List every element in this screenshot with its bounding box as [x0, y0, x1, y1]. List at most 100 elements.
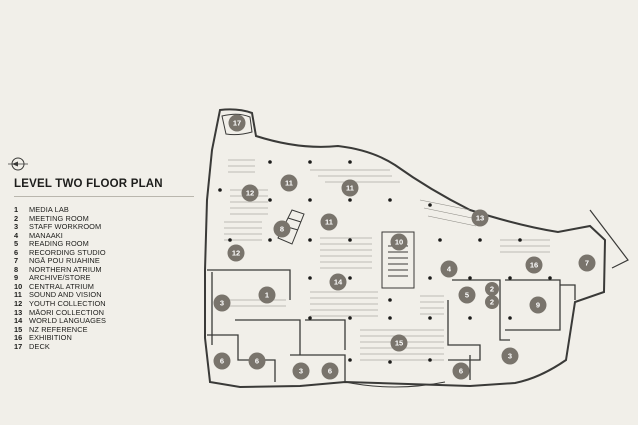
legend-number: 1 — [14, 205, 19, 214]
room-marker-label: 12 — [232, 249, 240, 258]
room-marker-label: 11 — [325, 218, 333, 227]
room-marker-label: 17 — [233, 119, 241, 128]
legend-number: 12 — [14, 299, 23, 309]
room-marker: 3 — [501, 347, 519, 365]
legend-number: 15 — [14, 324, 23, 334]
room-marker-label: 10 — [395, 238, 403, 247]
page-title: LEVEL TWO FLOOR PLAN — [14, 178, 163, 190]
room-marker-label: 8 — [280, 225, 284, 234]
room-marker-label: 5 — [465, 291, 469, 300]
legend-label: NGĀ POU RUAHINE — [29, 256, 100, 266]
legend-item: 5 READING ROOM — [14, 240, 106, 249]
room-marker: 7 — [578, 254, 596, 272]
legend-label: READING ROOM — [29, 239, 89, 249]
room-marker: 1 — [258, 286, 276, 304]
south-glazing — [344, 381, 446, 388]
room-marker-label: 6 — [255, 357, 259, 366]
legend-item: 2 MEETING ROOM — [14, 213, 106, 224]
room-marker-label: 13 — [476, 214, 484, 223]
legend-item: 12 YOUTH COLLECTION — [14, 299, 106, 309]
legend-label: SOUND AND VISION — [29, 290, 102, 300]
legend-label: STAFF WORKROOM — [29, 222, 102, 232]
room-marker-label: 2 — [490, 298, 494, 307]
legend-label: NZ REFERENCE — [29, 324, 88, 334]
legend-number: 6 — [14, 247, 19, 257]
room-marker: 6 — [321, 362, 339, 380]
legend-item: 1 MEDIA LAB — [14, 205, 106, 215]
legend-number: 14 — [14, 316, 23, 326]
room-marker: 16 — [525, 256, 543, 274]
room-markers: 17 11 11 12 11 8 13 10 12 4 16 7 1 14 5 … — [213, 114, 596, 380]
room-marker: 3 — [213, 294, 231, 312]
room-marker: 10 — [390, 233, 408, 251]
legend-number: 9 — [14, 273, 19, 283]
columns — [218, 160, 552, 364]
legend-number: 17 — [14, 341, 23, 351]
room-marker-label: 6 — [220, 357, 224, 366]
legend-label: MĀORI COLLECTION — [29, 307, 105, 317]
legend-number: 4 — [14, 230, 19, 240]
room-marker: 13 — [471, 209, 489, 227]
room-marker: 5 — [458, 286, 476, 304]
room-marker-label: 7 — [585, 259, 589, 268]
room-marker-label: 11 — [285, 179, 293, 188]
shelving — [224, 159, 550, 361]
legend-item: 11 SOUND AND VISION — [14, 291, 106, 300]
room-marker: 17 — [228, 114, 246, 132]
room-marker: 12 — [227, 244, 245, 262]
room-marker-label: 6 — [328, 367, 332, 376]
room-marker-label: 4 — [447, 265, 452, 274]
room-marker: 8 — [273, 220, 291, 238]
room-marker-label: 11 — [346, 184, 354, 193]
legend-label: WORLD LANGUAGES — [29, 316, 107, 326]
legend-label: NORTHERN ATRIUM — [29, 264, 102, 274]
room-marker-label: 6 — [459, 367, 463, 376]
legend-number: 11 — [14, 290, 22, 300]
room-marker-label: 3 — [299, 367, 303, 376]
room-marker-label: 12 — [246, 189, 254, 198]
legend-item: 8 NORTHERN ATRIUM — [14, 264, 106, 275]
legend-label: YOUTH COLLECTION — [29, 299, 106, 309]
room-marker: 9 — [529, 296, 547, 314]
legend-label: CENTRAL ATRIUM — [29, 281, 95, 291]
legend-label: EXHIBITION — [29, 333, 72, 343]
room-marker: 11 — [341, 179, 359, 197]
legend-number: 10 — [14, 281, 23, 291]
room-marker: 2 — [485, 295, 499, 309]
room-marker-label: 3 — [508, 352, 512, 361]
room-marker: 11 — [280, 174, 298, 192]
room-marker-label: 3 — [220, 299, 224, 308]
legend-number: 7 — [14, 256, 19, 266]
room-marker: 3 — [292, 362, 310, 380]
room-marker: 12 — [241, 184, 259, 202]
legend-number: 2 — [14, 213, 19, 223]
room-marker-label: 1 — [265, 291, 269, 300]
room-marker-label: 9 — [536, 301, 540, 310]
legend-item: 15 NZ REFERENCE — [14, 324, 106, 335]
room-marker: 6 — [248, 352, 266, 370]
title-divider — [14, 196, 194, 197]
legend-label: DECK — [29, 341, 50, 351]
legend-number: 5 — [14, 239, 19, 249]
interior-walls — [207, 269, 576, 382]
legend-label: MEETING ROOM — [29, 213, 89, 223]
legend-number: 8 — [14, 264, 19, 274]
room-marker-label: 14 — [334, 278, 343, 287]
legend-item: 17 DECK — [14, 341, 106, 352]
room-marker: 14 — [329, 273, 347, 291]
legend-label: MEDIA LAB — [29, 205, 69, 214]
legend-item: 4 MANAAKI — [14, 230, 106, 241]
room-marker: 6 — [452, 362, 470, 380]
legend-item: 7 NGĀ POU RUAHINE — [14, 257, 106, 266]
legend-item: 10 CENTRAL ATRIUM — [14, 281, 106, 292]
room-marker: 15 — [390, 334, 408, 352]
legend-label: MANAAKI — [29, 230, 63, 240]
north-arrow-icon — [8, 157, 28, 171]
room-marker-label: 15 — [395, 339, 403, 348]
room-marker-label: 16 — [530, 261, 538, 270]
legend-item: 14 WORLD LANGUAGES — [14, 317, 106, 326]
